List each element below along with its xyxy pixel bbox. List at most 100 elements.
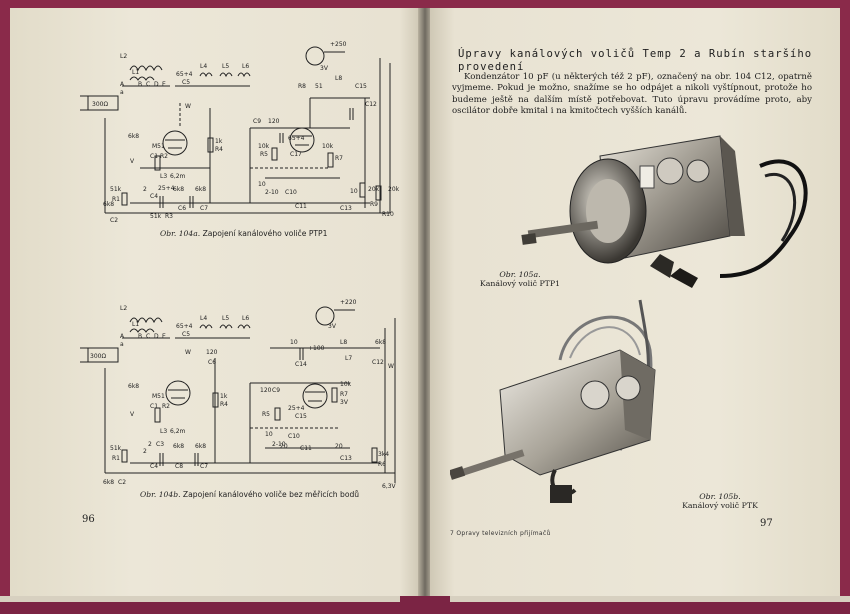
svg-text:20: 20	[280, 443, 288, 450]
svg-text:C: C	[146, 333, 150, 340]
svg-text:A: A	[120, 81, 125, 88]
svg-text:a: a	[120, 341, 124, 348]
svg-text:C2: C2	[118, 479, 126, 486]
svg-text:C10: C10	[285, 189, 297, 196]
svg-text:10: 10	[265, 431, 273, 438]
svg-text:2: 2	[143, 186, 147, 193]
svg-text:120: 120	[268, 118, 280, 125]
svg-text:300Ω: 300Ω	[92, 101, 108, 108]
svg-text:6k8: 6k8	[173, 443, 184, 450]
page-edge-right	[450, 596, 850, 602]
photo-105a-number: Obr. 105a.	[499, 270, 541, 279]
svg-text:300Ω: 300Ω	[90, 353, 106, 360]
svg-text:C2: C2	[110, 217, 118, 224]
svg-text:2: 2	[143, 448, 147, 455]
svg-text:6k8: 6k8	[103, 201, 114, 208]
svg-text:10k: 10k	[258, 143, 270, 150]
svg-text:a: a	[120, 89, 124, 96]
body-text: Kondenzátor 10 pF (u některých též 2 pF)…	[452, 72, 812, 118]
svg-text:L1: L1	[132, 321, 139, 328]
svg-text:L3: L3	[160, 428, 167, 435]
svg-text:+220: +220	[340, 299, 357, 306]
svg-text:B: B	[138, 81, 142, 88]
svg-text:C7: C7	[200, 463, 208, 470]
right-page: Úpravy kanálových voličů Temp 2 a Rubín …	[430, 8, 840, 596]
svg-text:C8: C8	[175, 463, 183, 470]
svg-text:6,3V: 6,3V	[382, 483, 397, 490]
photo-105a-text: Kanálový volič PTP1	[479, 279, 561, 288]
svg-text:3k4: 3k4	[378, 451, 389, 458]
body-paragraph: Kondenzátor 10 pF (u některých též 2 pF)…	[452, 72, 812, 117]
svg-text:C3: C3	[156, 441, 164, 448]
svg-text:R1: R1	[112, 455, 120, 462]
svg-text:+100: +100	[308, 345, 325, 352]
svg-text:10k: 10k	[322, 143, 334, 150]
svg-text:6k8: 6k8	[128, 383, 139, 390]
svg-text:C6: C6	[208, 359, 216, 366]
figure-104a-text: Zapojení kanálového voliče PTP1	[202, 229, 328, 238]
svg-text:R4: R4	[220, 401, 228, 408]
svg-text:R2: R2	[160, 153, 168, 160]
svg-text:65+4: 65+4	[176, 323, 193, 330]
svg-text:C1: C1	[150, 403, 158, 410]
svg-text:51k: 51k	[150, 213, 162, 220]
svg-text:L6: L6	[242, 63, 249, 70]
svg-text:D: D	[154, 333, 159, 340]
figure-104b-caption: Obr. 104b. Zapojení kanálového voliče be…	[140, 490, 359, 499]
svg-text:6k8: 6k8	[195, 443, 206, 450]
svg-text:C13: C13	[340, 455, 352, 462]
svg-text:+250: +250	[330, 41, 347, 48]
figure-104b-text: Zapojení kanálového voliče bez měřicích …	[182, 490, 360, 499]
svg-text:C4: C4	[150, 463, 158, 470]
svg-text:C14: C14	[295, 361, 307, 368]
figure-104b-number: Obr. 104b.	[140, 490, 181, 499]
svg-text:65+4: 65+4	[176, 71, 193, 78]
svg-text:6k8: 6k8	[173, 186, 184, 193]
svg-text:3V: 3V	[340, 399, 349, 406]
figure-104a-number: Obr. 104a.	[160, 229, 201, 238]
svg-text:W: W	[185, 103, 191, 110]
svg-text:A: A	[120, 333, 125, 340]
svg-text:R1: R1	[112, 196, 120, 203]
svg-text:10: 10	[350, 188, 358, 195]
svg-text:V: V	[130, 158, 135, 165]
svg-text:D: D	[154, 81, 159, 88]
svg-text:C9: C9	[272, 387, 280, 394]
svg-text:C15: C15	[355, 83, 367, 90]
svg-text:L6: L6	[242, 315, 249, 322]
svg-text:L8: L8	[340, 339, 347, 346]
svg-text:E: E	[162, 81, 166, 88]
svg-text:C5: C5	[182, 79, 190, 86]
svg-text:2: 2	[148, 441, 152, 448]
svg-text:R5: R5	[260, 151, 268, 158]
svg-text:R9: R9	[370, 201, 378, 208]
svg-text:M51: M51	[152, 393, 165, 400]
svg-text:V: V	[130, 411, 135, 418]
svg-text:3V: 3V	[328, 323, 337, 330]
svg-text:25+4: 25+4	[288, 405, 305, 412]
page-number-right: 97	[760, 518, 773, 529]
section-heading: Úpravy kanálových voličů Temp 2 a Rubín …	[458, 48, 813, 73]
svg-text:R3: R3	[165, 213, 173, 220]
svg-text:6k8: 6k8	[103, 479, 114, 486]
svg-text:R7: R7	[335, 155, 343, 162]
svg-text:C17: C17	[290, 151, 302, 158]
svg-text:2-10: 2-10	[265, 189, 279, 196]
svg-text:120: 120	[206, 349, 218, 356]
svg-text:L4: L4	[200, 315, 207, 322]
svg-text:L2: L2	[120, 305, 127, 312]
svg-text:C12: C12	[372, 359, 384, 366]
svg-text:25+4: 25+4	[158, 185, 175, 192]
svg-text:20k: 20k	[368, 186, 380, 193]
svg-text:R8: R8	[298, 83, 306, 90]
svg-text:C9: C9	[253, 118, 261, 125]
svg-text:R4: R4	[215, 146, 223, 153]
svg-text:C: C	[146, 81, 150, 88]
svg-text:C13: C13	[340, 205, 352, 212]
svg-text:C11: C11	[300, 445, 312, 452]
svg-text:L7: L7	[345, 355, 352, 362]
svg-text:C5: C5	[182, 331, 190, 338]
svg-text:6,2m: 6,2m	[170, 428, 186, 435]
